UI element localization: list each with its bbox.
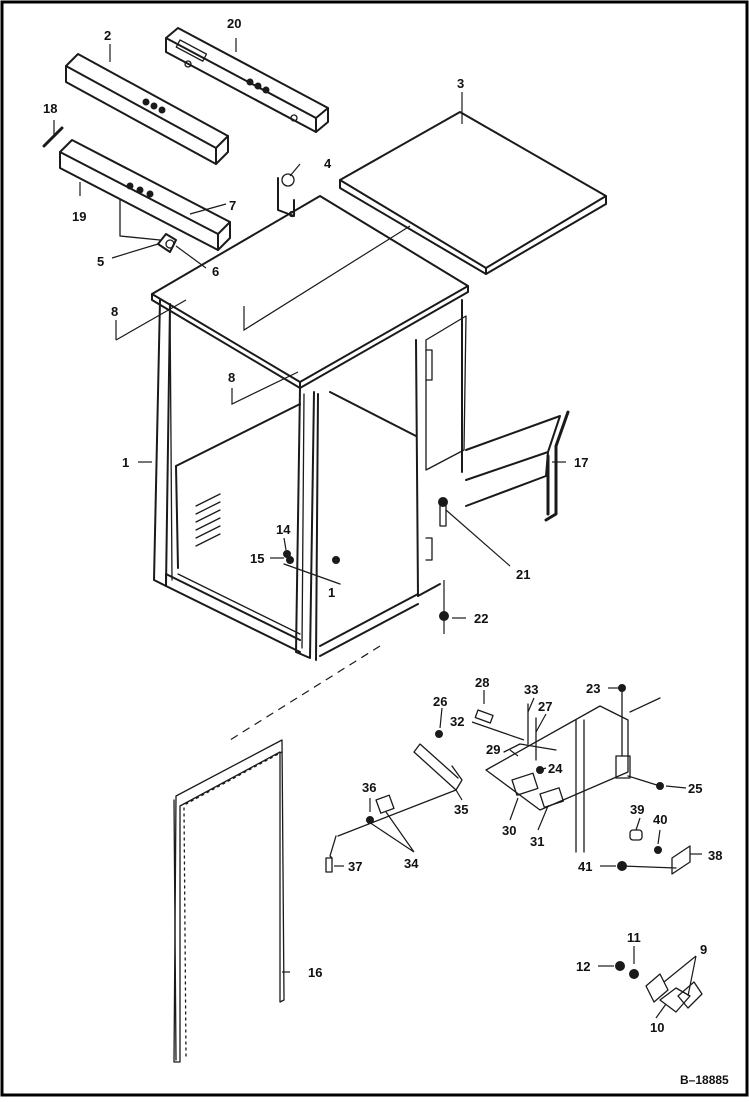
part-5-6-latch	[157, 233, 177, 253]
callout-28: 28	[475, 675, 489, 690]
drawing-reference: B–18885	[680, 1073, 729, 1087]
part-21-bolt	[438, 497, 448, 527]
callout-30: 30	[502, 823, 516, 838]
callout-23: 23	[586, 681, 600, 696]
callout-1: 1	[122, 455, 129, 470]
part-16-door-seal	[173, 739, 285, 1063]
callout-19: 19	[72, 209, 86, 224]
callout-37: 37	[348, 859, 362, 874]
callout-labels: 1 1 2 3 4 5 6 7 8 8 9 10 11 12 14 15 16 …	[43, 16, 722, 1035]
part-19-rail	[59, 139, 231, 251]
callout-1b: 1	[328, 585, 335, 600]
assembly-lines	[229, 225, 445, 741]
callout-20: 20	[227, 16, 241, 31]
callout-15: 15	[250, 551, 264, 566]
callout-38: 38	[708, 848, 722, 863]
callout-leaders	[53, 38, 702, 1019]
callout-10: 10	[650, 1020, 664, 1035]
part-18-pin	[42, 126, 64, 148]
callout-35: 35	[454, 802, 468, 817]
callout-24: 24	[548, 761, 563, 776]
part-2-rail	[65, 53, 229, 165]
callout-27: 27	[538, 699, 552, 714]
part-4-clip	[277, 173, 296, 218]
callout-17: 17	[574, 455, 588, 470]
callout-29: 29	[486, 742, 500, 757]
callout-31: 31	[530, 834, 544, 849]
callout-40: 40	[653, 812, 667, 827]
callout-3: 3	[457, 76, 464, 91]
part-1-cab-frame	[151, 195, 469, 661]
callout-25: 25	[688, 781, 702, 796]
callout-2: 2	[104, 28, 111, 43]
callout-33: 33	[524, 682, 538, 697]
latch-assembly	[325, 684, 691, 875]
callout-7: 7	[229, 198, 236, 213]
callout-5: 5	[97, 254, 104, 269]
callout-12: 12	[576, 959, 590, 974]
callout-41: 41	[578, 859, 592, 874]
callout-22: 22	[474, 611, 488, 626]
part-3-roof-panel	[339, 111, 607, 275]
callout-9: 9	[700, 942, 707, 957]
callout-6: 6	[212, 264, 219, 279]
callout-39: 39	[630, 802, 644, 817]
callout-14: 14	[276, 522, 291, 537]
part-14-15-hardware	[283, 550, 341, 585]
callout-18: 18	[43, 101, 57, 116]
callout-34: 34	[404, 856, 419, 871]
callout-26: 26	[433, 694, 447, 709]
callout-8b: 8	[228, 370, 235, 385]
callout-21: 21	[516, 567, 530, 582]
callout-32: 32	[450, 714, 464, 729]
part-20-rail	[165, 27, 329, 133]
hinge-assembly	[615, 961, 703, 1013]
callout-36: 36	[362, 780, 376, 795]
callout-4: 4	[324, 156, 332, 171]
part-17-side-window	[465, 410, 570, 522]
callout-11: 11	[627, 930, 641, 945]
callout-8a: 8	[111, 304, 118, 319]
callout-16: 16	[308, 965, 322, 980]
